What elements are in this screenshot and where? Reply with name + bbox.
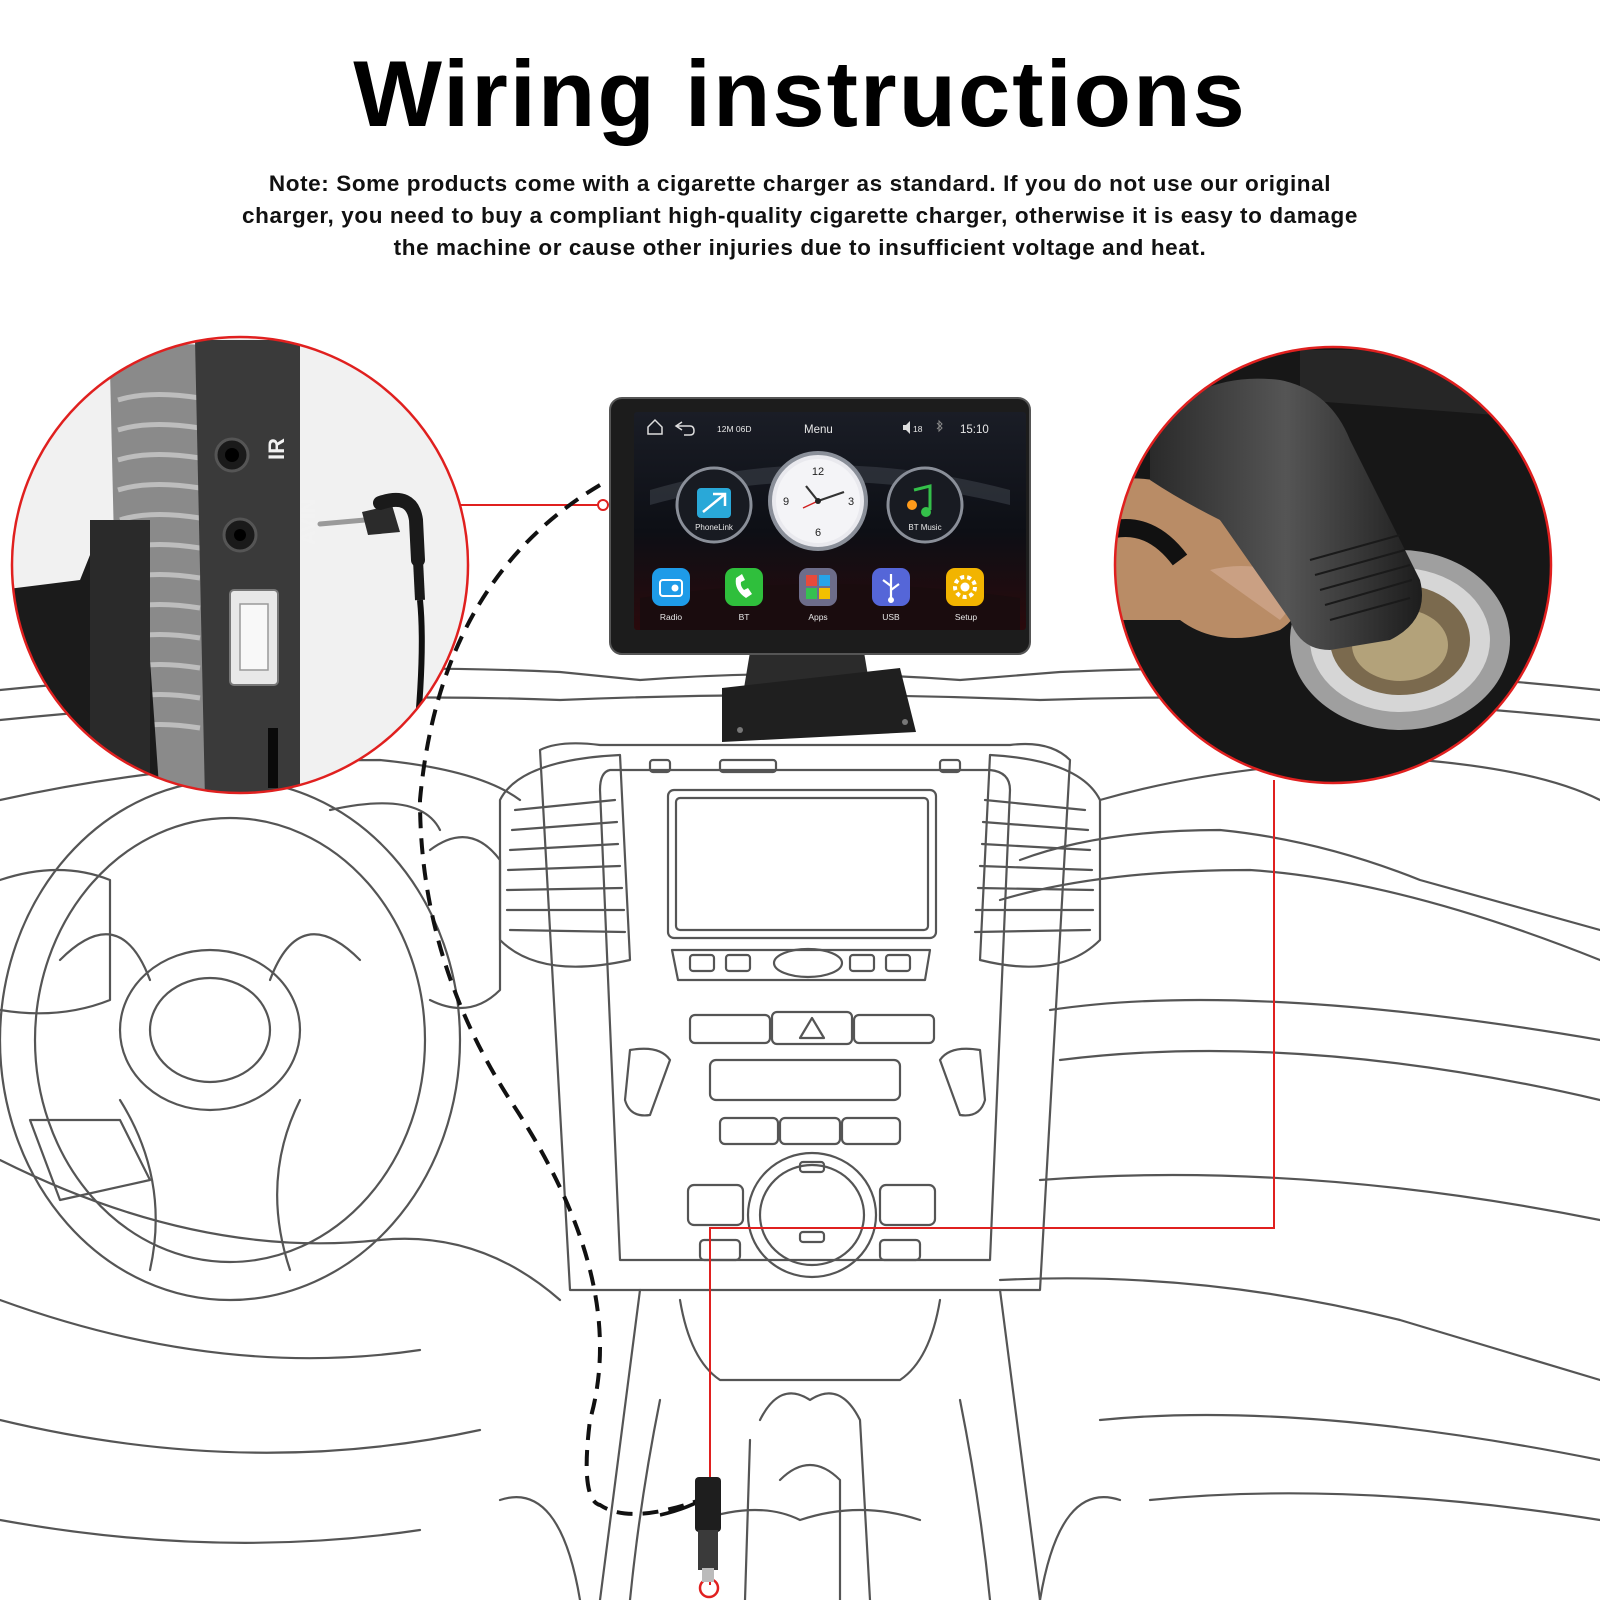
- status-date: 12M 06D: [717, 424, 752, 434]
- home-icon[interactable]: [647, 418, 663, 435]
- phonelink-label: PhoneLink: [695, 523, 734, 532]
- car-display-device: 12M 06D Menu 18 15:10 PhoneLink 12 3 6 9: [609, 397, 1031, 742]
- status-bar: 12M 06D Menu 18 15:10: [647, 418, 989, 436]
- socket-closeup-callout: [1113, 345, 1553, 785]
- clock-num-6: 6: [815, 527, 821, 539]
- usb-icon: [882, 574, 900, 600]
- bt-music-widget[interactable]: BT Music: [886, 466, 964, 544]
- app-bt-label: BT: [739, 612, 750, 622]
- car-dashboard-outline: [0, 667, 1600, 1600]
- port-closeup-callout: IR AVIN: [10, 335, 470, 795]
- app-setup-label: Setup: [955, 612, 977, 622]
- socket-leader-line: [709, 780, 1275, 1585]
- app-apps-label: Apps: [808, 612, 827, 622]
- phonelink-widget[interactable]: PhoneLink: [675, 466, 753, 544]
- card-slot: [268, 728, 278, 788]
- bt-music-label: BT Music: [908, 523, 941, 532]
- clock-num-12: 12: [812, 466, 824, 478]
- charger-note: Note: Some products come with a cigarett…: [242, 171, 1358, 260]
- apps-grid-icon: [806, 575, 817, 586]
- clock-num-3: 3: [848, 496, 854, 508]
- bluetooth-icon: [936, 419, 943, 433]
- music-note-icon: [913, 484, 932, 510]
- app-usb-label: USB: [882, 612, 900, 622]
- power-cable: [417, 483, 721, 1582]
- status-volume: 18: [913, 424, 923, 434]
- page-title: Wiring instructions: [353, 41, 1247, 146]
- app-setup[interactable]: Setup: [946, 568, 984, 622]
- clock-num-9: 9: [783, 496, 789, 508]
- gear-icon: [953, 575, 977, 599]
- back-icon[interactable]: [674, 421, 695, 436]
- clock-widget: 12 3 6 9: [768, 451, 868, 551]
- cigarette-plug: [1150, 378, 1422, 650]
- phone-icon: [735, 574, 752, 598]
- app-radio[interactable]: Radio: [652, 568, 690, 622]
- menu-title: Menu: [804, 424, 833, 436]
- volume-icon: [903, 421, 910, 434]
- avin-label: AVIN: [298, 499, 320, 545]
- app-bt[interactable]: BT: [725, 568, 763, 622]
- radio-icon: [659, 579, 683, 597]
- cigarette-plug-small: [695, 1477, 721, 1532]
- status-time: 15:10: [960, 424, 989, 436]
- ir-label: IR: [264, 438, 289, 460]
- app-radio-label: Radio: [660, 612, 682, 622]
- app-usb[interactable]: USB: [872, 568, 910, 622]
- app-apps[interactable]: Apps: [799, 568, 837, 622]
